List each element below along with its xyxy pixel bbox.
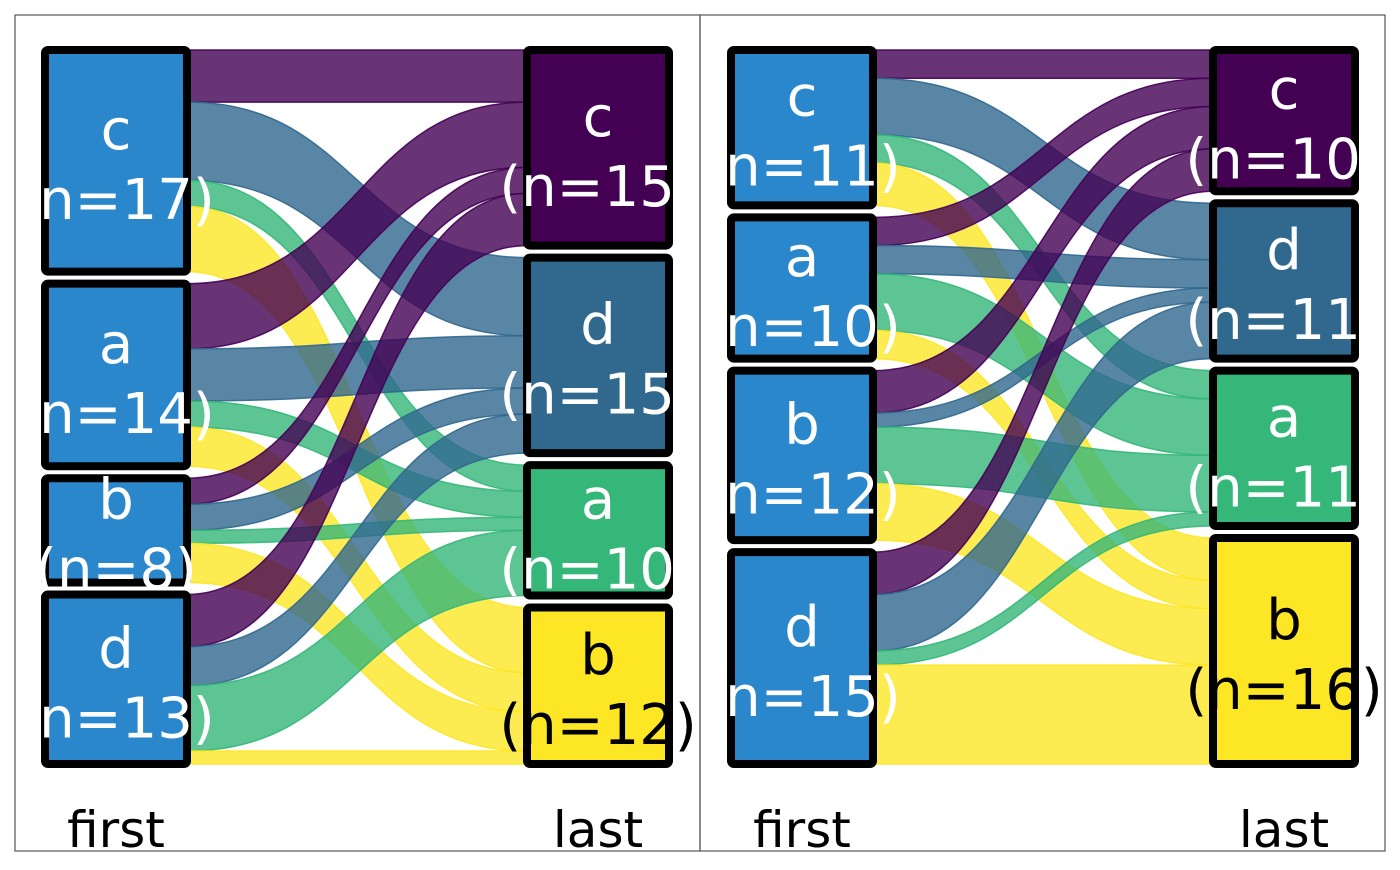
- right-node-count: (n=10): [1185, 128, 1382, 193]
- left-node-box: [41, 46, 191, 276]
- sankey-panel-2: c(n=11)a(n=10)b(n=12)d(n=15)c(n=10)d(n=1…: [699, 14, 1386, 859]
- axis-label-last: last: [1239, 801, 1329, 859]
- right-node-a: a(n=11): [1185, 366, 1383, 530]
- left-node-count: (n=13): [17, 686, 214, 751]
- right-node-b: b(n=16): [1185, 534, 1383, 768]
- left-node-label: d: [784, 595, 820, 660]
- right-node-label: d: [1266, 218, 1302, 283]
- left-node-box: [41, 474, 191, 587]
- right-node-count: (n=12): [499, 693, 696, 758]
- left-node-box: [727, 548, 877, 768]
- left-node-count: (n=17): [17, 168, 214, 233]
- axis-label-last: last: [553, 801, 643, 859]
- left-node-b: b(n=12): [703, 366, 901, 545]
- right-node-box: [523, 461, 673, 600]
- right-node-c: c(n=15): [499, 46, 697, 250]
- right-node-box: [1209, 199, 1359, 363]
- right-node-b: b(n=12): [499, 603, 697, 768]
- left-node-box: [727, 46, 877, 210]
- left-node-count: (n=10): [703, 295, 900, 360]
- flow-d-to-b: [186, 750, 528, 765]
- left-node-a: a(n=14): [17, 279, 215, 471]
- left-node-label: a: [99, 312, 133, 377]
- right-node-label: b: [1266, 588, 1302, 653]
- right-node-count: (n=11): [1185, 455, 1382, 520]
- right-node-label: a: [1267, 385, 1301, 450]
- flow-group: [186, 49, 528, 765]
- left-node-count: (n=12): [703, 462, 900, 527]
- axis-label-first: first: [67, 801, 165, 859]
- flow-d-to-b: [872, 664, 1214, 765]
- flow-c-to-c: [186, 49, 528, 103]
- left-node-label: c: [787, 65, 818, 130]
- axis-label-first: first: [753, 801, 851, 859]
- left-node-label: d: [98, 616, 134, 681]
- right-node-box: [1209, 46, 1359, 196]
- left-node-count: (n=11): [703, 135, 900, 200]
- left-node-d: d(n=13): [17, 590, 215, 768]
- left-node-c: c(n=17): [17, 46, 215, 276]
- left-node-box: [727, 213, 877, 363]
- right-node-a: a(n=10): [499, 461, 697, 602]
- right-node-count: (n=15): [499, 362, 696, 427]
- left-node-d: d(n=15): [703, 548, 901, 768]
- left-node-label: c: [101, 98, 132, 163]
- left-node-label: a: [785, 225, 819, 290]
- right-node-label: c: [583, 85, 614, 150]
- flow-group: [872, 49, 1214, 765]
- right-node-count: (n=16): [1185, 658, 1382, 723]
- right-node-label: d: [580, 292, 616, 357]
- right-node-d: d(n=15): [499, 253, 697, 458]
- right-node-count: (n=11): [1185, 288, 1382, 353]
- flow-c-to-c: [872, 49, 1214, 80]
- left-node-a: a(n=10): [703, 213, 901, 363]
- sankey-panel-1: c(n=17)a(n=14)b(n=8)d(n=13)c(n=15)d(n=15…: [14, 14, 701, 859]
- left-node-box: [41, 279, 191, 471]
- right-node-d: d(n=11): [1185, 199, 1383, 363]
- left-node-count: (n=14): [17, 382, 214, 447]
- left-node-box: [41, 590, 191, 768]
- left-node-label: b: [784, 392, 820, 457]
- right-node-count: (n=15): [499, 155, 696, 220]
- left-node-label: b: [98, 467, 134, 532]
- right-node-label: a: [581, 467, 615, 532]
- right-node-box: [523, 46, 673, 250]
- right-node-box: [523, 253, 673, 458]
- right-node-c: c(n=10): [1185, 46, 1383, 196]
- right-node-label: b: [580, 623, 616, 688]
- right-node-box: [523, 603, 673, 768]
- left-node-count: (n=15): [703, 665, 900, 730]
- right-node-label: c: [1269, 58, 1300, 123]
- right-node-count: (n=10): [499, 537, 696, 602]
- left-node-c: c(n=11): [703, 46, 901, 210]
- panel-frame: [699, 14, 1386, 852]
- left-node-b: b(n=8): [35, 467, 197, 602]
- right-node-box: [1209, 534, 1359, 768]
- left-node-box: [727, 366, 877, 545]
- right-node-box: [1209, 366, 1359, 530]
